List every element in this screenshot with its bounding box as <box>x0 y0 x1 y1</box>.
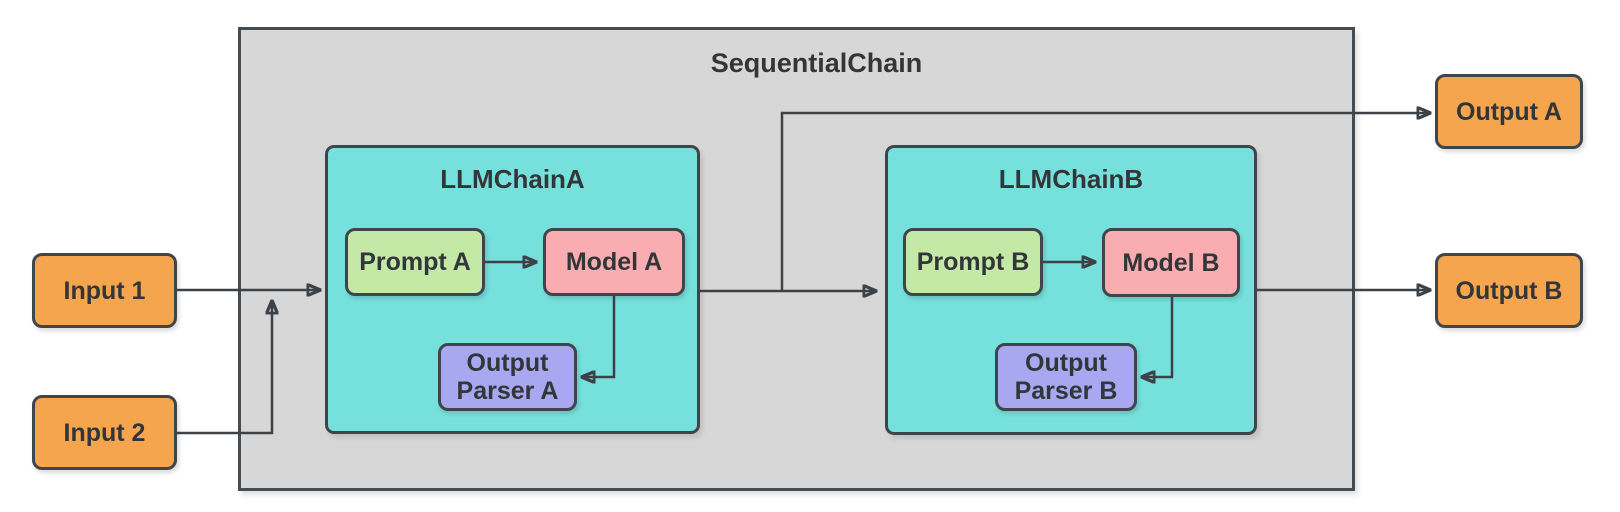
output-parser-a-node: Output Parser A <box>438 343 577 411</box>
output-b-node: Output B <box>1435 253 1583 328</box>
input-2-node: Input 2 <box>32 395 177 470</box>
output-a-node: Output A <box>1435 74 1583 149</box>
llm-chain-b-title: LLMChainB <box>998 164 1144 194</box>
output-parser-b-node: Output Parser B <box>995 343 1137 411</box>
prompt-a-node: Prompt A <box>345 228 485 296</box>
model-b-node: Model B <box>1102 228 1240 297</box>
model-a-node: Model A <box>543 228 685 296</box>
input-1-node: Input 1 <box>32 253 177 328</box>
sequential-chain-title: SequentialChain <box>710 48 923 78</box>
prompt-b-node: Prompt B <box>903 228 1043 296</box>
llm-chain-a-title: LLMChainA <box>440 164 585 194</box>
